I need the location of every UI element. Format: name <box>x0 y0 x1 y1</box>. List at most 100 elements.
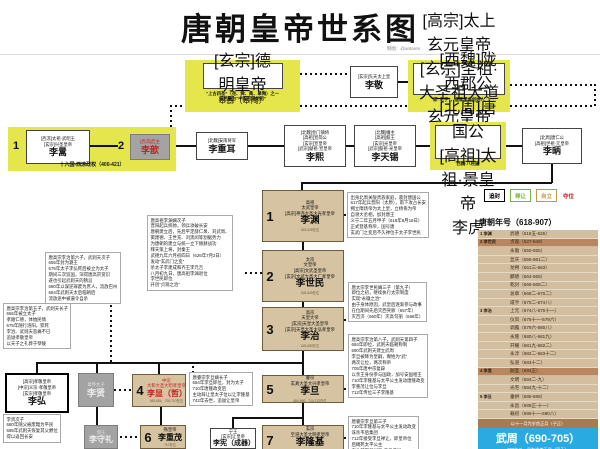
lier-caption: 即“老子”，道家学派创始人 <box>433 96 485 102</box>
person-name: 李显（哲） <box>147 388 187 398</box>
titles: 殇皇帝 <box>163 427 177 433</box>
titles: 高宗天皇大帝[玄宗]天皇大圣皇帝[玄宗]天皇大圣大弘孝皇帝 <box>285 309 335 332</box>
ancestor-ligao-box: [西凉]太祖·武昭王[玄宗]兴圣皇帝 李暠 <box>26 130 90 164</box>
connector-line <box>232 417 234 428</box>
ancestor-lixi-box: [北魏]金门镇将[高祖]宣简公[玄宗]宣皇帝[武宗]献祖·宣皇帝 李熙 <box>284 125 346 167</box>
connector-line <box>96 362 98 373</box>
posthumous-titles: [玄宗]德明皇帝 <box>214 52 271 94</box>
posthumous-titles: [玄宗]先天太上皇 <box>357 74 391 80</box>
reign-years: 684-690、710-712在位 <box>293 398 327 403</box>
connector-line <box>232 417 302 419</box>
note-lizhi: 唐太宗李世民嫡三子（第九子）即位之初，继续执行太宗制度实现“永徽之治”由于身体原… <box>348 282 427 323</box>
person-name: 皋繇（皋陶） <box>218 95 267 105</box>
person-name: 李重耳 <box>208 143 236 154</box>
connector-line <box>302 242 304 250</box>
connector-line <box>160 407 162 425</box>
connector-line <box>192 362 194 373</box>
wuzhou-note: 700年以一月为岁首正月（寅正） <box>507 447 568 449</box>
western-liang-caption: 十六国-西凉政权（400-421） <box>59 162 125 168</box>
prince-lihong-box: [高宗]孝敬皇帝[中宗]义宗·孝敬皇帝[玄宗]孝敬皇帝 李弘 <box>5 373 69 413</box>
person-name: 李昞 <box>542 146 561 157</box>
prince-lishouli-box: 邠王 李守礼 <box>84 425 118 449</box>
legend: 追封 禅让 自立 夺位 <box>484 189 576 202</box>
person-name: 李贤 <box>86 387 105 398</box>
connector-line <box>344 319 349 321</box>
person-name: 李宪（成器） <box>213 440 255 448</box>
credit-text: 制图：@antares <box>386 46 420 51</box>
titles: 邠王 <box>96 429 106 435</box>
era-row: 永隆（680八-681九） <box>478 333 598 342</box>
person-name: 李熙 <box>305 151 324 162</box>
era-row: 永昌（689正-十一） <box>478 401 598 411</box>
person-name: 李重茂 <box>158 432 182 442</box>
posthumous-titles: [北魏]幢主[高祖]懿王[玄宗]光皇帝[武宗]懿祖·光皇帝 <box>368 129 402 152</box>
connector-line <box>594 84 596 106</box>
connector-line <box>551 164 553 183</box>
era-row: 光宅（684九-十二） <box>478 384 598 394</box>
posthumous-titles: [高宗]孝敬皇帝[中宗]义宗·孝敬皇帝[玄宗]孝敬皇帝 <box>17 379 57 396</box>
connector-line <box>344 437 349 439</box>
era-row: 弘道（683十二） <box>478 358 598 368</box>
era-row: 永徽（650-655） <box>478 247 598 256</box>
posthumous-titles: [高宗]太上玄元皇帝[玄宗]圣祖·大圣祖大道玄元皇帝 <box>418 13 499 126</box>
titles: 玄宗至道大圣大明孝皇帝 <box>290 426 330 438</box>
connector-line <box>120 436 140 438</box>
connector-line <box>302 351 304 363</box>
connector-line <box>301 182 303 190</box>
era-row: 4 李显嗣圣（684正） <box>478 367 598 377</box>
lihu-caption: 西魏·八柱国 <box>456 160 480 166</box>
titles: 太宗文皇帝[高宗]文武圣皇帝[玄宗]文武大圣大广孝皇帝 <box>285 256 335 279</box>
ancestor-lihu-box: [西魏]陇西郡公[北周]唐国公[高祖]太祖·景皇帝 李虎 <box>435 52 501 237</box>
reign-years: 618-626在位 <box>300 228 320 233</box>
era-row: 乾封（666-668二） <box>478 281 598 291</box>
titles: 章怀太子 <box>87 382 105 388</box>
emperor-1-liyuan-box: 1 高祖太武皇帝[高宗]神尧大圣大光孝皇帝 李渊 618-626在位 <box>262 190 344 242</box>
person-name: 李隆基 <box>295 436 325 448</box>
connector-line <box>301 182 552 184</box>
prince-ningwang-box: 宁王[玄宗]让皇帝 李宪（成器） <box>210 428 256 449</box>
connector-line <box>302 403 304 417</box>
legend-shanrang: 禅让 <box>510 189 532 202</box>
person-name: 李守礼 <box>89 435 113 445</box>
ancestor-litianxi-box: [北魏]幢主[高祖]懿王[玄宗]光皇帝[武宗]懿祖·光皇帝 李天锡 <box>354 125 416 167</box>
ancestor-libing-box: [北周]唐仁公[高祖]世祖·元皇帝 李昞 <box>522 128 582 164</box>
ancestor-gaoyao-box: [玄宗]德明皇帝 皋繇（皋陶） <box>202 53 283 105</box>
note-lishimin: 唐高祖李渊嫡次子晋阳起兵统帅，领兵攻破长安唐朝建立后，先后平定薛仁杲、刘武周、窦… <box>147 215 234 291</box>
era-row: 开耀（681九-682二） <box>478 341 598 351</box>
ancestor-lijing-box: [玄宗]先天太上皇 李敬 <box>350 66 398 98</box>
page-title: 唐朝皇帝世系图 <box>181 12 419 47</box>
ancestor-lixin-box: [西凉]后主 李歆 <box>130 134 170 160</box>
connector-line <box>170 145 196 147</box>
emperor-2-lishimin-box: 2 太宗文皇帝[高宗]文武圣皇帝[玄宗]文武大圣大广孝皇帝 李世民 626-64… <box>262 250 344 302</box>
order-number: 4 <box>136 383 144 398</box>
person-name: 李暠 <box>48 147 67 158</box>
connector-line <box>158 362 160 374</box>
era-row: 显庆（656-661二） <box>478 255 598 265</box>
connector-line <box>398 81 408 83</box>
calendar-note-strip: 以十一月为岁首正月（子正） <box>478 419 598 429</box>
connector-line <box>346 145 354 147</box>
order-number: 7 <box>266 432 274 448</box>
posthumous-titles: [西魏]陇西郡公[北周]唐国公[高祖]太祖·景皇帝 <box>439 52 497 213</box>
legend-zili: 自立 <box>536 189 558 202</box>
prince-lixian-zhanghuai-box: 章怀太子 李贤 <box>78 373 114 407</box>
person-name: 李弘 <box>27 396 46 407</box>
connector-line <box>170 105 594 107</box>
order-number: 3 <box>266 321 274 337</box>
order-number-2: 2 <box>118 140 125 152</box>
order-number: 5 <box>266 381 274 397</box>
connector-line <box>416 145 430 147</box>
order-number: 2 <box>266 268 274 284</box>
titles: 高祖太武皇帝[高宗]神尧大圣大光孝皇帝 <box>285 199 335 216</box>
emperor-5-lidan-box: 5 睿宗玄真大圣大兴孝皇帝 李旦 684-690、710-712在位 <box>262 375 344 403</box>
connector-line <box>245 272 262 274</box>
titles: 宁王[玄宗]让皇帝 <box>221 428 245 440</box>
connector-line <box>110 303 112 362</box>
titles: 睿宗玄真大圣大兴孝皇帝 <box>290 375 330 387</box>
